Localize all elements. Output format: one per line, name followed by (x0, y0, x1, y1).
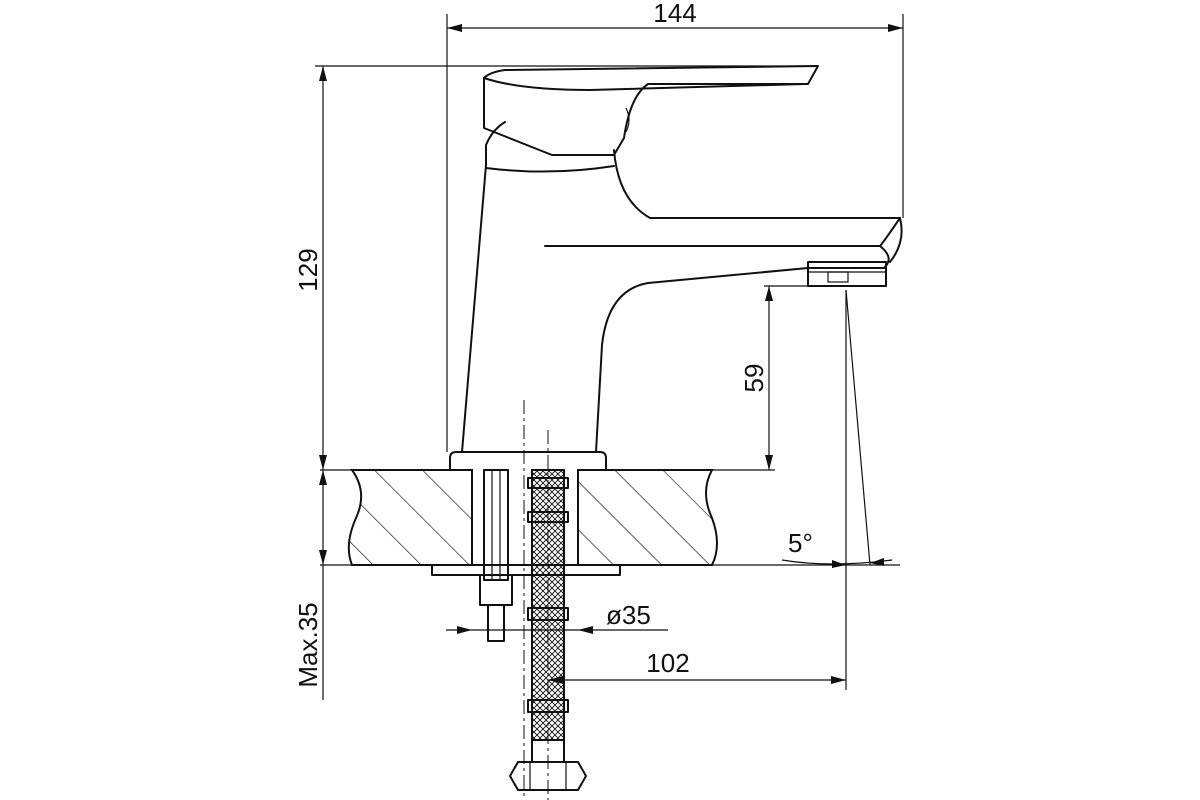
dimension-overall-width: 144 (446, 0, 904, 452)
hole-diameter-label: ø35 (606, 600, 651, 630)
dimension-overall-height: 129 (293, 65, 818, 470)
dimension-deck-thickness: Max.35 (293, 470, 327, 700)
dimension-spout-reach: 102 (548, 648, 846, 684)
clearance-label: 59 (739, 364, 769, 393)
dimension-spout-angle: 5° (781, 528, 893, 568)
faucet-body (449, 121, 903, 471)
countertop-section (320, 469, 900, 566)
dimension-spout-clearance: 59 (739, 285, 808, 470)
angle-label: 5° (788, 528, 813, 558)
lever-handle (483, 65, 819, 156)
reach-label: 102 (646, 648, 689, 678)
height-label: 129 (293, 248, 323, 291)
deck-thickness-label: Max.35 (293, 602, 323, 687)
dimension-hole-diameter: ø35 (446, 600, 668, 634)
centerlines (523, 289, 871, 800)
width-label: 144 (653, 0, 696, 28)
